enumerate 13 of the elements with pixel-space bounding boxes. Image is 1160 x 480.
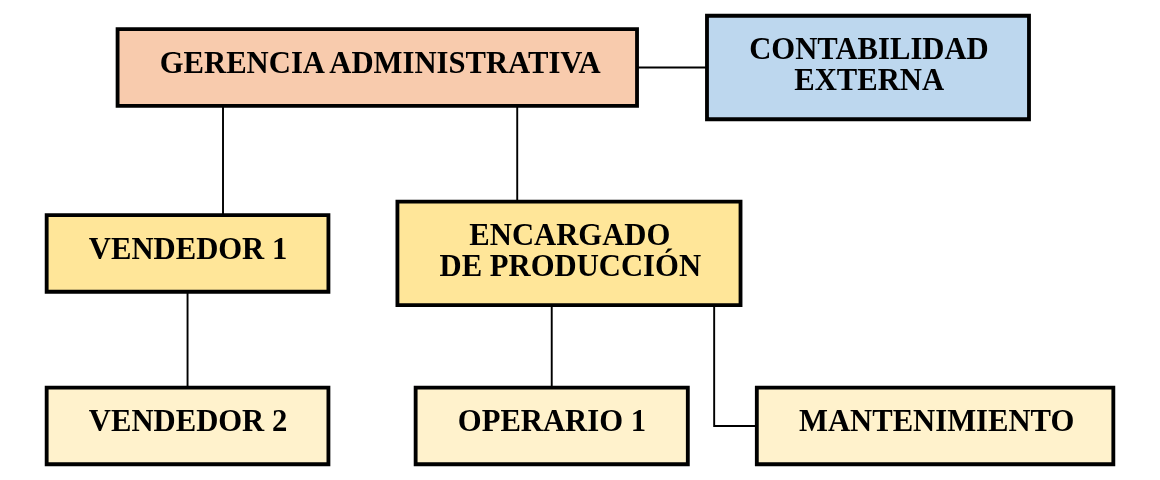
node-box: ENCARGADO DE PRODUCCIÓN	[395, 199, 743, 308]
node-box: VENDEDOR 2	[44, 385, 331, 467]
connector	[636, 66, 708, 69]
connector	[186, 291, 189, 389]
node-box: VENDEDOR 1	[44, 213, 331, 294]
node-box: GERENCIA ADMINISTRATIVA	[115, 27, 639, 108]
connector	[550, 304, 553, 389]
node-box: MANTENIMIENTO	[754, 385, 1116, 467]
node-box: CONTABILIDAD EXTERNA	[705, 13, 1031, 122]
connector	[713, 304, 758, 427]
node-box: OPERARIO 1	[413, 385, 690, 467]
connector	[516, 105, 519, 203]
connector	[222, 105, 224, 216]
